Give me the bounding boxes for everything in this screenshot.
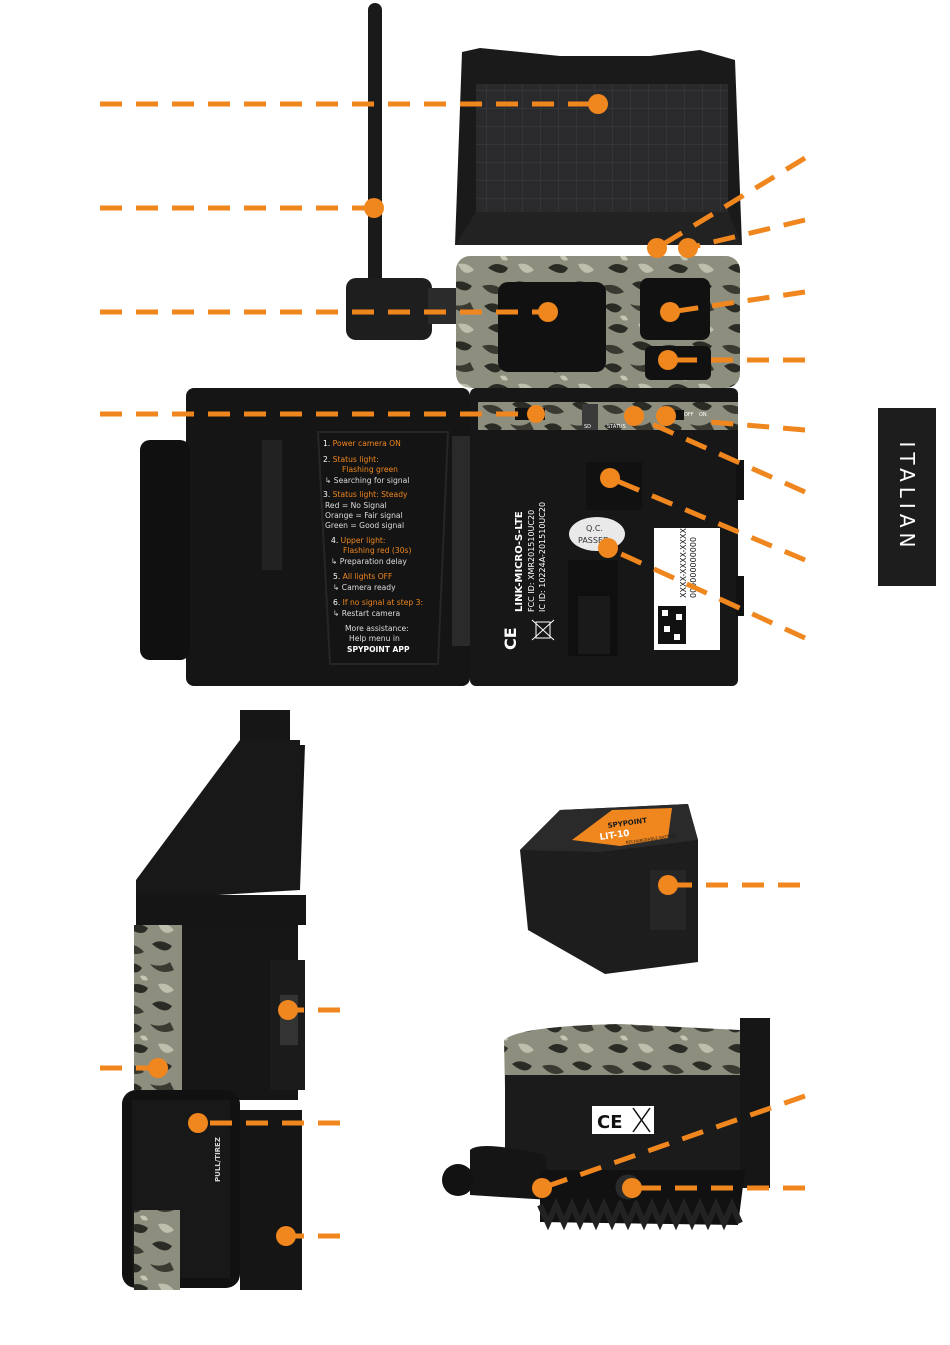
step-5-num: 5. [333,572,340,581]
callout-upper-light-2 [687,217,806,251]
camera-bottom-view: CE [442,1018,770,1231]
fcc-id: FCC ID: XMR201510UC20 [527,510,536,612]
language-tab: ITALIAN [878,408,936,586]
step-6-num: 6. [333,598,340,607]
qc-bottom: PASSED [578,536,609,545]
camera-lens-window [498,282,606,372]
callout-dot [532,1178,552,1198]
step-4-head: Upper light: [341,536,386,545]
callout-dot [658,875,678,895]
step-2-head2: Flashing green [342,465,398,474]
serial-number: 000000000000 [689,537,698,598]
imei-number: XXXX-XXXX-XXXX [679,528,688,598]
callout-dot [188,1113,208,1133]
callout-dot [148,1058,168,1078]
assist-app-name: SPYPOINT APP [347,645,410,654]
callout-lines [100,101,807,1239]
callout-dot [588,94,608,114]
step-3-line-2: Orange = Fair signal [325,511,403,520]
weee-bin-icon-bottom [632,1107,651,1133]
led-flash [645,346,711,380]
battery-model: LIT-10 [599,829,630,843]
qc-top: Q.C. [586,524,603,533]
ce-mark: CE [501,627,520,650]
solar-panel-side [136,740,300,900]
step-5-head: All lights OFF [343,572,393,581]
camera-side-view: PULL/TIREZ [122,710,306,1290]
door-latch [140,440,190,660]
svg-text:6. If no signal at step 3:: 6. If no signal at step 3: [333,598,423,607]
antenna-base [470,1146,550,1200]
step-2-num: 2. [323,455,330,464]
assist-line-2: Help menu in [349,634,400,643]
step-3-head: Status light: Steady [333,490,408,499]
step-2-head: Status light: [333,455,379,464]
callout-status-light [632,413,807,495]
ce-mark-bottom: CE [597,1112,623,1133]
instruction-panel [316,431,450,665]
pull-label: PULL/TIREZ [214,1137,222,1182]
svg-text:1. Power camera ON: 1. Power camera ON [323,439,401,448]
weee-bin-icon [531,619,555,641]
callout-dot [622,1178,642,1198]
step-2-line-1: ↳ Searching for signal [325,476,409,485]
step-4-head2: Flashing red (30s) [343,546,411,555]
callout-qc [606,545,807,641]
switch-off-label: OFF [684,412,694,418]
ce-label-sticker [592,1106,654,1134]
step-1-num: 1. [323,439,330,448]
status-label: STATUS [607,424,626,430]
callout-dot [278,1000,298,1020]
camo-top-edge [504,1024,750,1090]
svg-text:3. Status light: Steady: 3. Status light: Steady [323,490,408,499]
ic-id: IC ID: 10224A-201510UC20 [538,502,547,612]
callout-dots [148,94,698,1246]
callout-antenna-base [541,1093,806,1191]
switch-on-label: ON [699,412,707,418]
callout-dot [276,1226,296,1246]
step-3-line-1: Red = No Signal [325,501,387,510]
callout-dot [656,406,676,426]
camo-side-panel [134,925,182,1065]
battery-label [572,808,672,846]
callout-dot [678,238,698,258]
sd-slot [582,404,598,430]
svg-text:5. All lights OFF: 5. All lights OFF [333,572,392,581]
callout-pir [669,289,806,315]
callout-dot [598,538,618,558]
callout-dot [600,468,620,488]
step-1-head: Power camera ON [333,439,401,448]
callout-dot [647,238,667,258]
callout-dot [660,302,680,322]
callout-upper-light-1 [655,155,807,251]
callout-dot [538,302,558,322]
step-4-num: 4. [331,536,338,545]
step-3-num: 3. [323,490,330,499]
camera-front-view: 1. Power camera ON 2. Status light: Flas… [140,3,744,686]
step-6-head: If no signal at step 3: [343,598,423,607]
assist-line-1: More assistance: [345,624,409,633]
callout-dot [364,198,384,218]
qr-code-icon [658,606,686,644]
model-name: LINK-MICRO-S-LTE [514,511,525,612]
sd-label: SD [584,424,591,430]
step-3-line-3: Green = Good signal [325,521,404,530]
callout-dot [624,406,644,426]
antenna-connector [346,278,432,340]
step-5-line-1: ↳ Camera ready [333,583,396,592]
regulatory-label: LINK-MICRO-S-LTE FCC ID: XMR201510UC20 I… [514,502,547,612]
callout-dot [527,405,545,423]
quick-start-instructions: 1. Power camera ON 2. Status light: Flas… [323,439,423,654]
step-6-line-1: ↳ Restart camera [333,609,400,618]
svg-text:2. Status light:: 2. Status light: [323,455,379,464]
callout-dot [658,350,678,370]
svg-text:4. Upper light:: 4. Upper light: [331,536,385,545]
callout-power-switch [709,419,806,433]
step-4-line-1: ↳ Preparation delay [331,557,407,566]
battery-pack: SPYPOINT LIT-10 RECHARGEABLE BATTERY [520,804,698,974]
